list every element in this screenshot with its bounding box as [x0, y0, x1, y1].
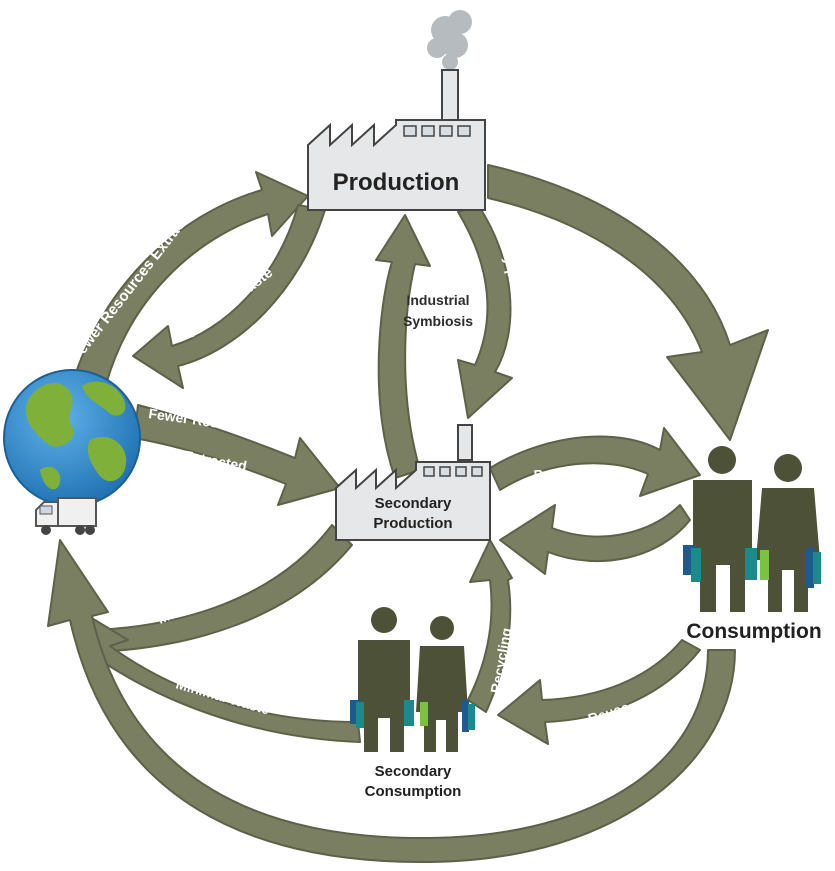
arrow-secondary-to-production: [375, 214, 431, 479]
arrow-secondary-consumption-to-earth: [61, 599, 361, 743]
industrial-symbiosis-line1: Industrial: [406, 292, 469, 308]
arrow-consumption-to-earth: [47, 539, 736, 864]
production-title: Production: [333, 169, 460, 196]
label-products: Products: [533, 463, 595, 483]
arrow-earth-to-secondary: [133, 404, 341, 506]
arrow-production-to-secondary: [457, 204, 513, 419]
arrow-production-to-earth: [132, 204, 326, 389]
secondary-consumption-title-line1: Secondary: [375, 763, 452, 780]
secondary-consumption-people-icon: Secondary Consumption: [350, 607, 475, 800]
production-factory: Production: [307, 10, 486, 211]
flow-arrows: [47, 164, 769, 864]
arrow-consumption-to-secondary-consumption: [497, 639, 701, 745]
garbage-truck-icon: [35, 497, 97, 535]
label-by-products-left: By-products: [357, 299, 379, 383]
earth-globe: [3, 369, 141, 507]
industrial-symbiosis: Industrial Symbiosis: [403, 292, 473, 329]
label-fewer-resources-extracted-top: Fewer Resources Extracted: [68, 199, 203, 365]
consumption-title: Consumption: [686, 620, 821, 643]
arrow-consumption-to-secondary: [499, 504, 691, 575]
consumption-people-icon: Consumption: [683, 446, 822, 643]
secondary-production-title-line1: Secondary: [375, 495, 452, 512]
secondary-production-factory: Secondary Production: [335, 424, 491, 541]
arrow-secondary-consumption-to-secondary: [467, 539, 513, 713]
smoke-cloud: [427, 10, 472, 70]
arrow-secondary-to-consumption: [489, 427, 701, 497]
industrial-symbiosis-line2: Symbiosis: [403, 313, 473, 329]
arrow-production-to-consumption: [487, 164, 769, 441]
secondary-consumption-title-line2: Consumption: [365, 783, 462, 800]
secondary-production-title-line2: Production: [373, 515, 452, 532]
